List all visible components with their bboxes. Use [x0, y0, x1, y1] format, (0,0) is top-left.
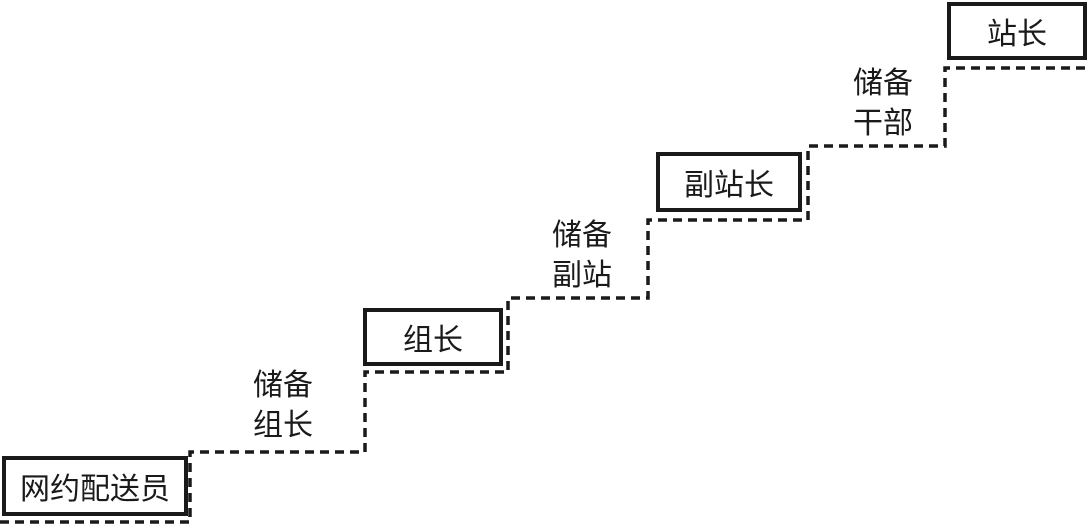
- position-box-delivery-rider: 网约配送员: [2, 456, 188, 516]
- transition-label-reserve-cadre: 储备 干部: [840, 64, 926, 144]
- transition-label-reserve-team-leader: 储备 组长: [240, 366, 326, 446]
- staircase-outline: [0, 66, 1090, 524]
- transition-line-1: 储备: [253, 368, 313, 403]
- position-box-station-master: 站长: [947, 2, 1087, 60]
- transition-line-2: 干部: [853, 106, 913, 141]
- transition-line-1: 储备: [552, 218, 612, 253]
- position-box-team-leader: 组长: [363, 308, 503, 366]
- transition-label-reserve-deputy-station: 储备 副站: [539, 216, 625, 296]
- transition-line-1: 储备: [853, 66, 913, 101]
- transition-line-2: 组长: [253, 408, 313, 443]
- position-box-deputy-station-master: 副站长: [656, 152, 802, 212]
- transition-line-2: 副站: [552, 258, 612, 293]
